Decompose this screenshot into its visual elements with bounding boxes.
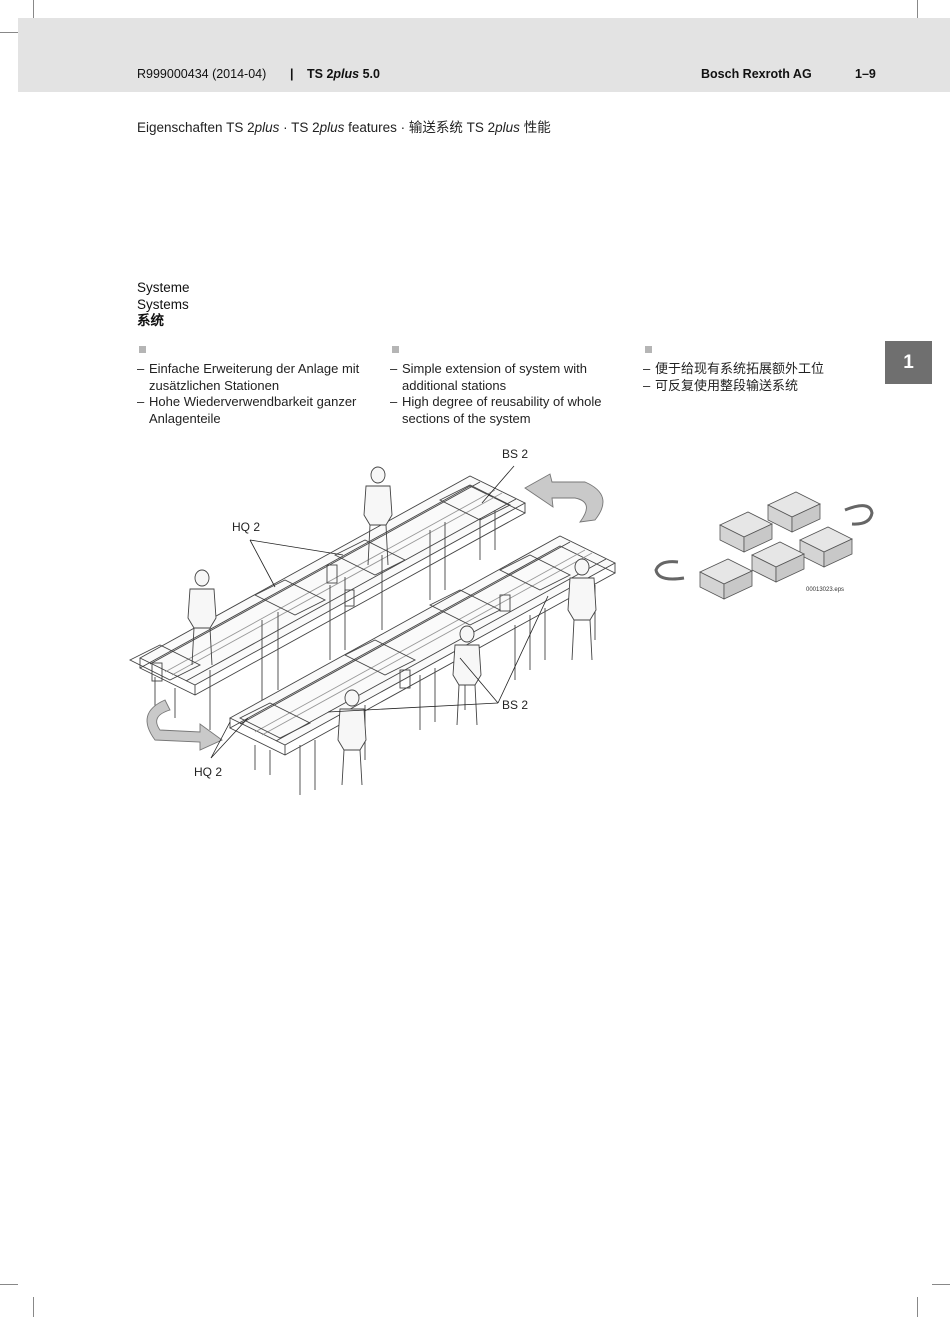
operator-3 xyxy=(567,558,597,661)
section-heading-en: Systems xyxy=(137,296,189,312)
list-item: 可反复使用整段输送系统 xyxy=(643,378,878,395)
crop-mark xyxy=(33,0,34,20)
square-bullet-icon xyxy=(645,346,652,353)
crop-mark xyxy=(0,1284,18,1285)
crop-mark xyxy=(33,1297,34,1317)
list-item: Hohe Wiederverwendbarkeit ganzer Anlagen… xyxy=(137,394,372,427)
return-arrow-icon xyxy=(146,699,223,751)
callout-hq2-bottom: HQ 2 xyxy=(194,765,222,779)
crop-mark xyxy=(917,1297,918,1317)
cross-transfer-modules xyxy=(128,484,572,739)
rotate-arrow-icon xyxy=(844,504,874,526)
rotate-arrow-icon xyxy=(654,560,685,581)
crop-mark xyxy=(932,1284,950,1285)
section-heading-zh: 系统 xyxy=(137,313,164,328)
list-item: Einfache Erweiterung der Anlage mit zusä… xyxy=(137,361,372,394)
square-bullet-icon xyxy=(392,346,399,353)
page-number: 1–9 xyxy=(855,67,876,81)
operator-5 xyxy=(337,689,367,786)
upper-conveyor-loop xyxy=(139,475,526,730)
column-english: Simple extension of system with addition… xyxy=(390,346,625,427)
column-chinese: 便于给现有系统拓展额外工位 可反复使用整段输送系统 xyxy=(643,346,878,394)
operator-1 xyxy=(363,466,393,566)
section-heading-de: Systeme xyxy=(137,280,190,295)
return-arrow-icon xyxy=(524,473,604,523)
crop-mark xyxy=(917,0,918,20)
product-name: TS 2plus 5.0 xyxy=(307,67,380,81)
header-separator: | xyxy=(290,67,294,81)
callout-bs2-top: BS 2 xyxy=(502,447,528,461)
doc-number: R999000434 (2014-04) xyxy=(137,67,267,81)
company-name: Bosch Rexroth AG xyxy=(701,67,812,81)
lower-conveyor-loop xyxy=(229,535,616,795)
column-german: Einfache Erweiterung der Anlage mit zusä… xyxy=(137,346,372,427)
page-header xyxy=(18,18,950,92)
pallet-blocks-illustration xyxy=(699,491,853,600)
chapter-tab: 1 xyxy=(885,341,932,384)
list-item: Simple extension of system with addition… xyxy=(390,361,625,394)
callout-hq2-left: HQ 2 xyxy=(232,520,260,534)
square-bullet-icon xyxy=(139,346,146,353)
page-subtitle: Eigenschaften TS 2plus · TS 2plus featur… xyxy=(137,120,551,135)
section-heading: Systeme Systems 系统 xyxy=(137,280,190,330)
operator-2 xyxy=(187,569,217,666)
callout-bs2-bottom: BS 2 xyxy=(502,698,528,712)
list-item: 便于给现有系统拓展额外工位 xyxy=(643,361,878,378)
callout-leader-lines xyxy=(210,465,549,759)
crop-mark xyxy=(0,32,18,33)
image-id-label: 00013023.eps xyxy=(806,587,844,593)
list-item: High degree of reusability of whole sect… xyxy=(390,394,625,427)
